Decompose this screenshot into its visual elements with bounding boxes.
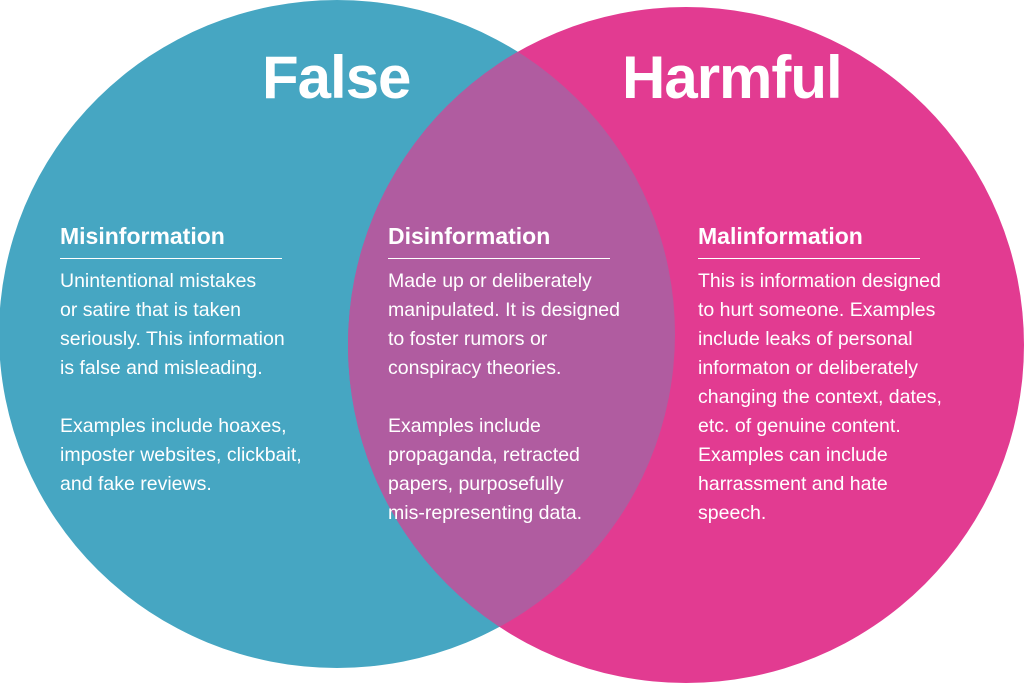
heading-underline bbox=[388, 258, 610, 259]
disinformation-heading: Disinformation bbox=[388, 223, 551, 249]
malinformation-section: Malinformation This is information desig… bbox=[698, 220, 942, 528]
harmful-circle-title: Harmful bbox=[622, 44, 843, 111]
misinformation-examples: Examples include hoaxes, imposter websit… bbox=[60, 415, 302, 495]
disinformation-examples: Examples include propaganda, retracted p… bbox=[388, 415, 583, 524]
false-circle-title: False bbox=[262, 44, 411, 111]
misinformation-heading: Misinformation bbox=[60, 223, 225, 249]
malinformation-heading: Malinformation bbox=[698, 223, 863, 249]
misinformation-description: Unintentional mistakes or satire that is… bbox=[60, 270, 285, 379]
misinformation-section: Misinformation Unintentional mistakes or… bbox=[60, 220, 302, 499]
malinformation-description: This is information designed to hurt som… bbox=[698, 270, 942, 524]
overlap-region bbox=[348, 7, 675, 668]
heading-underline bbox=[698, 258, 920, 259]
disinformation-description: Made up or deliberately manipulated. It … bbox=[388, 270, 620, 379]
heading-underline bbox=[60, 258, 282, 259]
disinformation-section: Disinformation Made up or deliberately m… bbox=[388, 220, 620, 528]
